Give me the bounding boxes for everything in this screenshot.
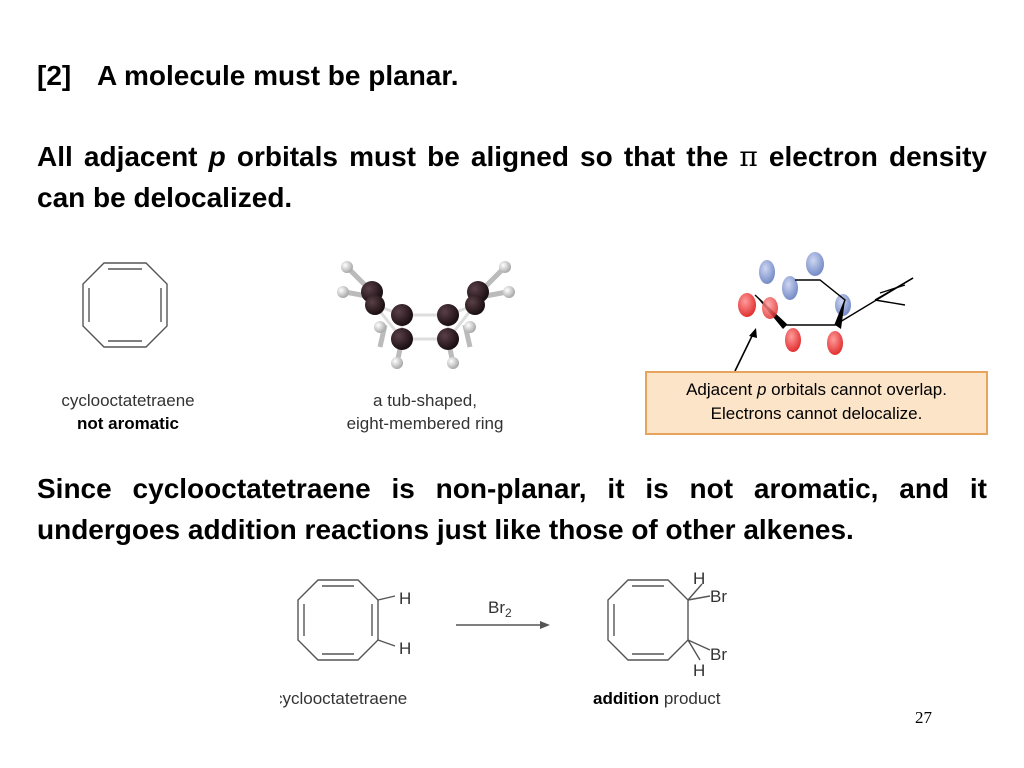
heading-number: [2] bbox=[37, 60, 72, 91]
product-br-bottom: Br bbox=[710, 645, 727, 664]
reactant-h-top: H bbox=[399, 589, 411, 608]
callout-arrow-head bbox=[749, 328, 757, 338]
callout-box bbox=[645, 371, 988, 435]
reactant-label: cyclooctatetraene bbox=[280, 689, 407, 708]
page-number: 27 bbox=[915, 708, 932, 727]
product-h-top: H bbox=[693, 569, 705, 588]
tub-caption: a tub-shaped, eight-membered ring bbox=[310, 389, 540, 435]
cot-caption-name: cyclooctatetraene bbox=[61, 391, 195, 410]
tub-caption-line1: a tub-shaped, bbox=[373, 391, 477, 410]
tub-caption-line2: eight-membered ring bbox=[346, 414, 504, 433]
addition-reaction-scheme: H H Br2 H Br Br H cyclooctatetraene addi… bbox=[280, 569, 727, 708]
tub-shaped-ball-and-stick-model bbox=[337, 261, 515, 369]
p-orbital-diagram bbox=[734, 252, 914, 372]
cyclooctatetraene-structure bbox=[82, 262, 168, 348]
reactant-structure bbox=[297, 579, 396, 661]
orbital-alignment-paragraph: All adjacent p orbitals must be aligned … bbox=[37, 136, 987, 218]
reagent-label: Br2 bbox=[488, 598, 512, 620]
not-aromatic-label: not aromatic bbox=[76, 414, 180, 433]
pi-symbol: π bbox=[739, 140, 758, 173]
para1-text-c: electron density can be delocalized. bbox=[37, 141, 988, 213]
callout-text: Adjacent p orbitals cannot overlap. Elec… bbox=[645, 378, 988, 426]
para1-text-a: All adjacent bbox=[37, 141, 209, 172]
product-h-bottom: H bbox=[693, 661, 705, 680]
note-p-italic: p bbox=[756, 380, 767, 399]
slide-heading: [2] A molecule must be planar. bbox=[37, 60, 459, 92]
cot-caption: cyclooctatetraene not aromatic bbox=[28, 389, 228, 435]
reactant-h-bottom: H bbox=[399, 639, 411, 658]
para1-text-b: orbitals must be aligned so that the bbox=[225, 141, 740, 172]
note-line2: Electrons cannot delocalize. bbox=[710, 404, 923, 423]
product-label: addition product bbox=[593, 689, 721, 708]
product-br-top: Br bbox=[710, 587, 727, 606]
product-structure bbox=[607, 579, 711, 661]
callout-arrow-line bbox=[734, 333, 754, 372]
note-text-a: Adjacent bbox=[686, 380, 757, 399]
para1-p-italic: p bbox=[208, 141, 226, 172]
addition-paragraph: Since cyclooctatetraene is non-planar, i… bbox=[37, 473, 987, 545]
note-text-b: orbitals cannot overlap. bbox=[766, 380, 947, 399]
heading-title: A molecule must be planar. bbox=[97, 60, 459, 91]
